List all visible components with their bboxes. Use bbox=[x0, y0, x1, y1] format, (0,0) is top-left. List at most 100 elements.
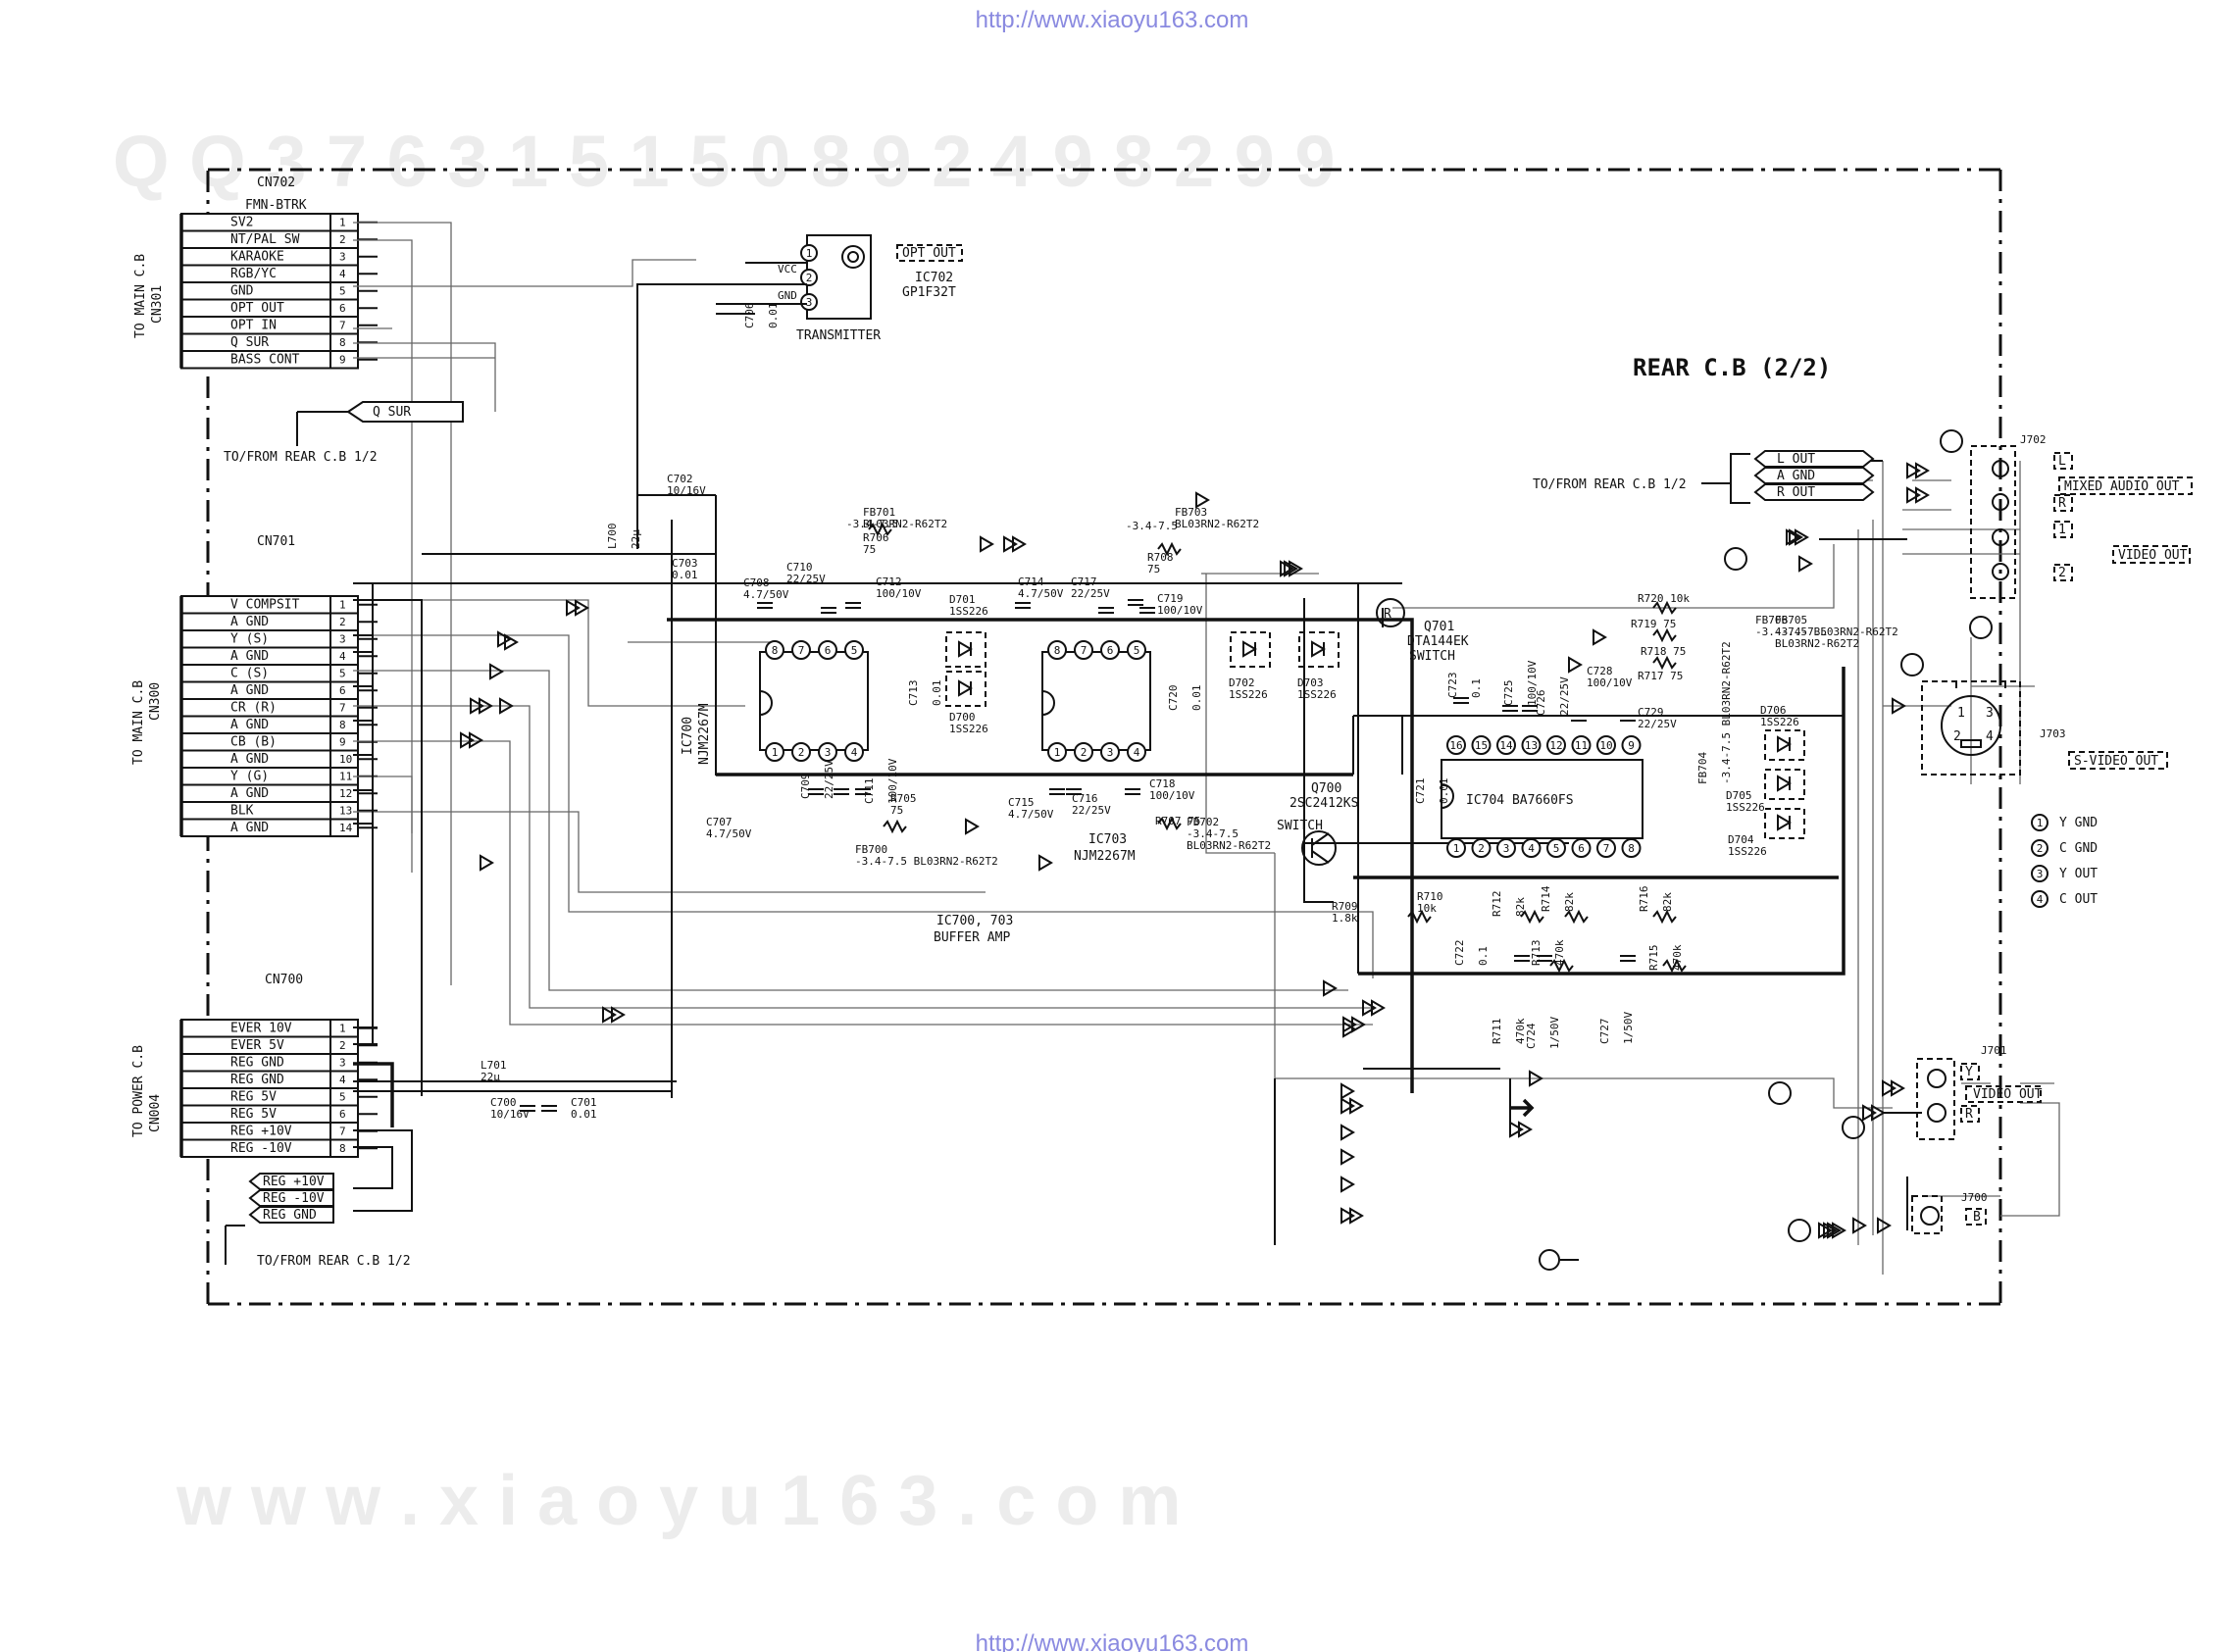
to-from-note-2: TO/FROM REAR C.B 1/2 bbox=[1533, 477, 1687, 492]
reg-tag-label: REG -10V bbox=[263, 1191, 325, 1206]
j702-pin: 1 bbox=[2058, 523, 2066, 537]
resistor-symbol bbox=[868, 522, 892, 537]
ic-pin-number: 1 bbox=[1453, 842, 1460, 855]
ic-pin-number: 6 bbox=[825, 644, 832, 657]
ic-pin bbox=[1471, 735, 1492, 755]
ic704-label: IC704 BA7660FS bbox=[1466, 793, 1574, 808]
j702-ref: J702 bbox=[2020, 433, 2047, 446]
pin-name: EVER 5V bbox=[230, 1038, 284, 1053]
pin-name: BLK bbox=[230, 804, 254, 819]
ic-pin-number: 6 bbox=[1578, 842, 1585, 855]
signal-arrow-icon bbox=[470, 697, 484, 715]
j703-pin: 4 bbox=[1986, 729, 1994, 744]
pin-name: OPT IN bbox=[230, 319, 277, 333]
signal-arrow-icon bbox=[1289, 560, 1303, 577]
capacitor-symbol bbox=[520, 1105, 535, 1112]
pin-name: A GND bbox=[230, 683, 269, 698]
ic-pin bbox=[1047, 742, 1067, 762]
ic-pin bbox=[1571, 735, 1592, 755]
legend-pin-label: Y GND bbox=[2059, 816, 2098, 830]
pin-number: 9 bbox=[339, 354, 346, 367]
signal-arrow-icon bbox=[1852, 1217, 1867, 1234]
signal-arrow-icon bbox=[1871, 1104, 1886, 1122]
cn700-side-ref: CN004 bbox=[148, 1094, 163, 1132]
pin-name-cell bbox=[180, 281, 331, 301]
q701-name: SWITCH bbox=[1409, 649, 1455, 664]
j702-pin-box bbox=[2053, 564, 2073, 581]
pin-name: REG +10V bbox=[230, 1125, 292, 1139]
pin-name: Y (S) bbox=[230, 632, 269, 647]
buffer-amp-name: BUFFER AMP bbox=[934, 930, 1010, 945]
ic-pin-number: 13 bbox=[1525, 739, 1538, 752]
resistor-symbol bbox=[1652, 655, 1677, 671]
pin-name: C (S) bbox=[230, 667, 269, 681]
signal-arrow-icon bbox=[1915, 486, 1930, 504]
pin-number: 7 bbox=[339, 320, 346, 332]
signal-arrow-icon bbox=[1882, 1079, 1896, 1097]
pin-name: A GND bbox=[230, 752, 269, 767]
ic-pin bbox=[765, 640, 784, 660]
legend-pin-circle bbox=[2031, 814, 2048, 831]
pin-name: GND bbox=[230, 284, 254, 299]
bottom-url[interactable]: http://www.xiaoyu163.com bbox=[976, 1630, 1249, 1652]
signal-arrow-icon bbox=[499, 697, 514, 715]
reg-tag bbox=[248, 1173, 334, 1190]
ic-pin-number: 8 bbox=[772, 644, 779, 657]
ic-pin-number: 7 bbox=[1081, 644, 1087, 657]
legend-pin-number: 3 bbox=[2037, 868, 2044, 880]
reg-tag-label: REG GND bbox=[263, 1208, 317, 1223]
signal-arrow-icon bbox=[460, 731, 475, 749]
pin-name: SV2 bbox=[230, 216, 253, 230]
to-from-note-3: TO/FROM REAR C.B 1/2 bbox=[257, 1254, 411, 1269]
pin-number: 4 bbox=[339, 650, 346, 663]
ic-pin-number: 5 bbox=[1553, 842, 1560, 855]
ic-pin bbox=[791, 640, 811, 660]
pin-name: A GND bbox=[230, 786, 269, 801]
buffer-amp-ref: IC700, 703 bbox=[936, 914, 1013, 928]
signal-arrow-icon bbox=[1568, 656, 1583, 674]
audio-tag-label: L OUT bbox=[1777, 452, 1815, 467]
ic-pin bbox=[844, 742, 864, 762]
capacitor-symbol bbox=[855, 788, 871, 795]
q700-ref: Q700 bbox=[1311, 781, 1341, 796]
pin-name: A GND bbox=[230, 615, 269, 629]
pin-name: REG GND bbox=[230, 1056, 284, 1071]
signal-arrow-icon bbox=[1877, 1217, 1892, 1234]
ic-pin-number: 10 bbox=[1599, 739, 1612, 752]
pin-number: 6 bbox=[339, 684, 346, 697]
pin-name-cell bbox=[180, 801, 331, 821]
signal-arrow-icon bbox=[1349, 1207, 1364, 1225]
signal-arrow-icon bbox=[1342, 1021, 1357, 1038]
pin-number: 3 bbox=[339, 251, 346, 264]
ic-pin-number: 9 bbox=[1628, 739, 1635, 752]
signal-arrow-icon bbox=[1340, 1124, 1355, 1141]
top-url[interactable]: http://www.xiaoyu163.com bbox=[976, 7, 1249, 33]
pin-name-cell bbox=[180, 213, 331, 232]
j702-pin-box bbox=[2053, 452, 2073, 470]
pin-name: EVER 10V bbox=[230, 1022, 292, 1036]
signal-arrow-icon bbox=[611, 1006, 626, 1024]
signal-arrow-icon bbox=[479, 697, 493, 715]
component-fb706: FB706-3.4-7.5 BL03RN2-R62T2 bbox=[1755, 614, 1898, 638]
j702-pin: R bbox=[2058, 496, 2066, 511]
ic702-pin-number: 3 bbox=[806, 296, 813, 309]
cn702-side-label: TO MAIN C.B bbox=[133, 254, 148, 338]
pin-name: RGB/YC bbox=[230, 267, 277, 281]
j702-pin: 2 bbox=[2058, 566, 2066, 580]
resistor-symbol bbox=[1157, 816, 1182, 831]
jack-j700: J700 B bbox=[1911, 1191, 1988, 1234]
component-r718: R718 75 bbox=[1641, 645, 1686, 658]
ic-pin bbox=[1100, 640, 1120, 660]
ic700-part: NJM2267M bbox=[697, 703, 712, 765]
capacitor-symbol bbox=[1049, 788, 1065, 795]
